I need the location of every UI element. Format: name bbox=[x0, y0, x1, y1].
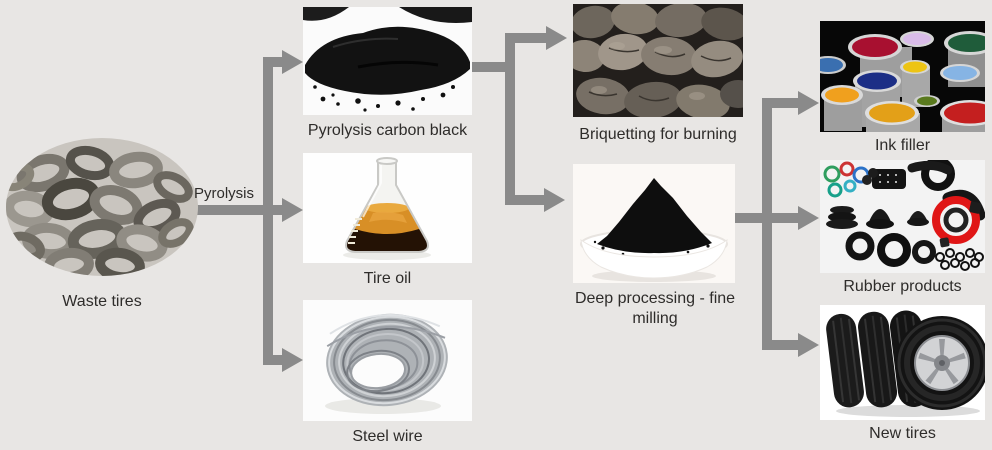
carbon-black-image bbox=[303, 7, 472, 115]
new-tires-label: New tires bbox=[869, 425, 936, 442]
node-tire-oil bbox=[303, 153, 472, 263]
deep-processing-label: Deep processing - fine milling bbox=[574, 290, 736, 327]
tire-oil-label: Tire oil bbox=[363, 270, 412, 287]
new-tires-image bbox=[820, 305, 985, 420]
node-ink-filler bbox=[820, 21, 985, 132]
node-briquetting bbox=[573, 4, 743, 117]
pyrolysis-edge-label: Pyrolysis bbox=[193, 185, 254, 202]
arrowheads-deep-processing bbox=[798, 91, 819, 357]
deep-processing-image bbox=[573, 164, 735, 283]
arrow-group-pyrolysis bbox=[190, 57, 284, 365]
ink-filler-image bbox=[820, 21, 985, 132]
waste-tires-label: Waste tires bbox=[62, 293, 142, 310]
node-new-tires bbox=[820, 305, 985, 420]
briquetting-image bbox=[573, 4, 743, 117]
arrow-group-deep-processing bbox=[735, 98, 800, 350]
steel-wire-image bbox=[303, 300, 472, 421]
node-waste-tires bbox=[5, 137, 199, 277]
arrow-group-carbon-black bbox=[472, 33, 548, 205]
rubber-products-image bbox=[820, 160, 985, 273]
waste-tires-image bbox=[6, 138, 198, 276]
node-carbon-black bbox=[303, 7, 472, 115]
node-steel-wire bbox=[303, 300, 472, 421]
node-deep-processing bbox=[573, 164, 735, 283]
briquetting-label: Briquetting for burning bbox=[579, 126, 737, 143]
arrowheads-pyrolysis bbox=[282, 50, 303, 372]
node-rubber-products bbox=[820, 160, 985, 273]
steel-wire-label: Steel wire bbox=[352, 428, 423, 445]
ink-filler-label: Ink filler bbox=[874, 137, 931, 154]
rubber-products-label: Rubber products bbox=[843, 278, 962, 295]
tire-oil-image bbox=[303, 153, 472, 263]
carbon-black-label: Pyrolysis carbon black bbox=[307, 122, 468, 139]
arrowheads-carbon-black bbox=[544, 26, 567, 212]
